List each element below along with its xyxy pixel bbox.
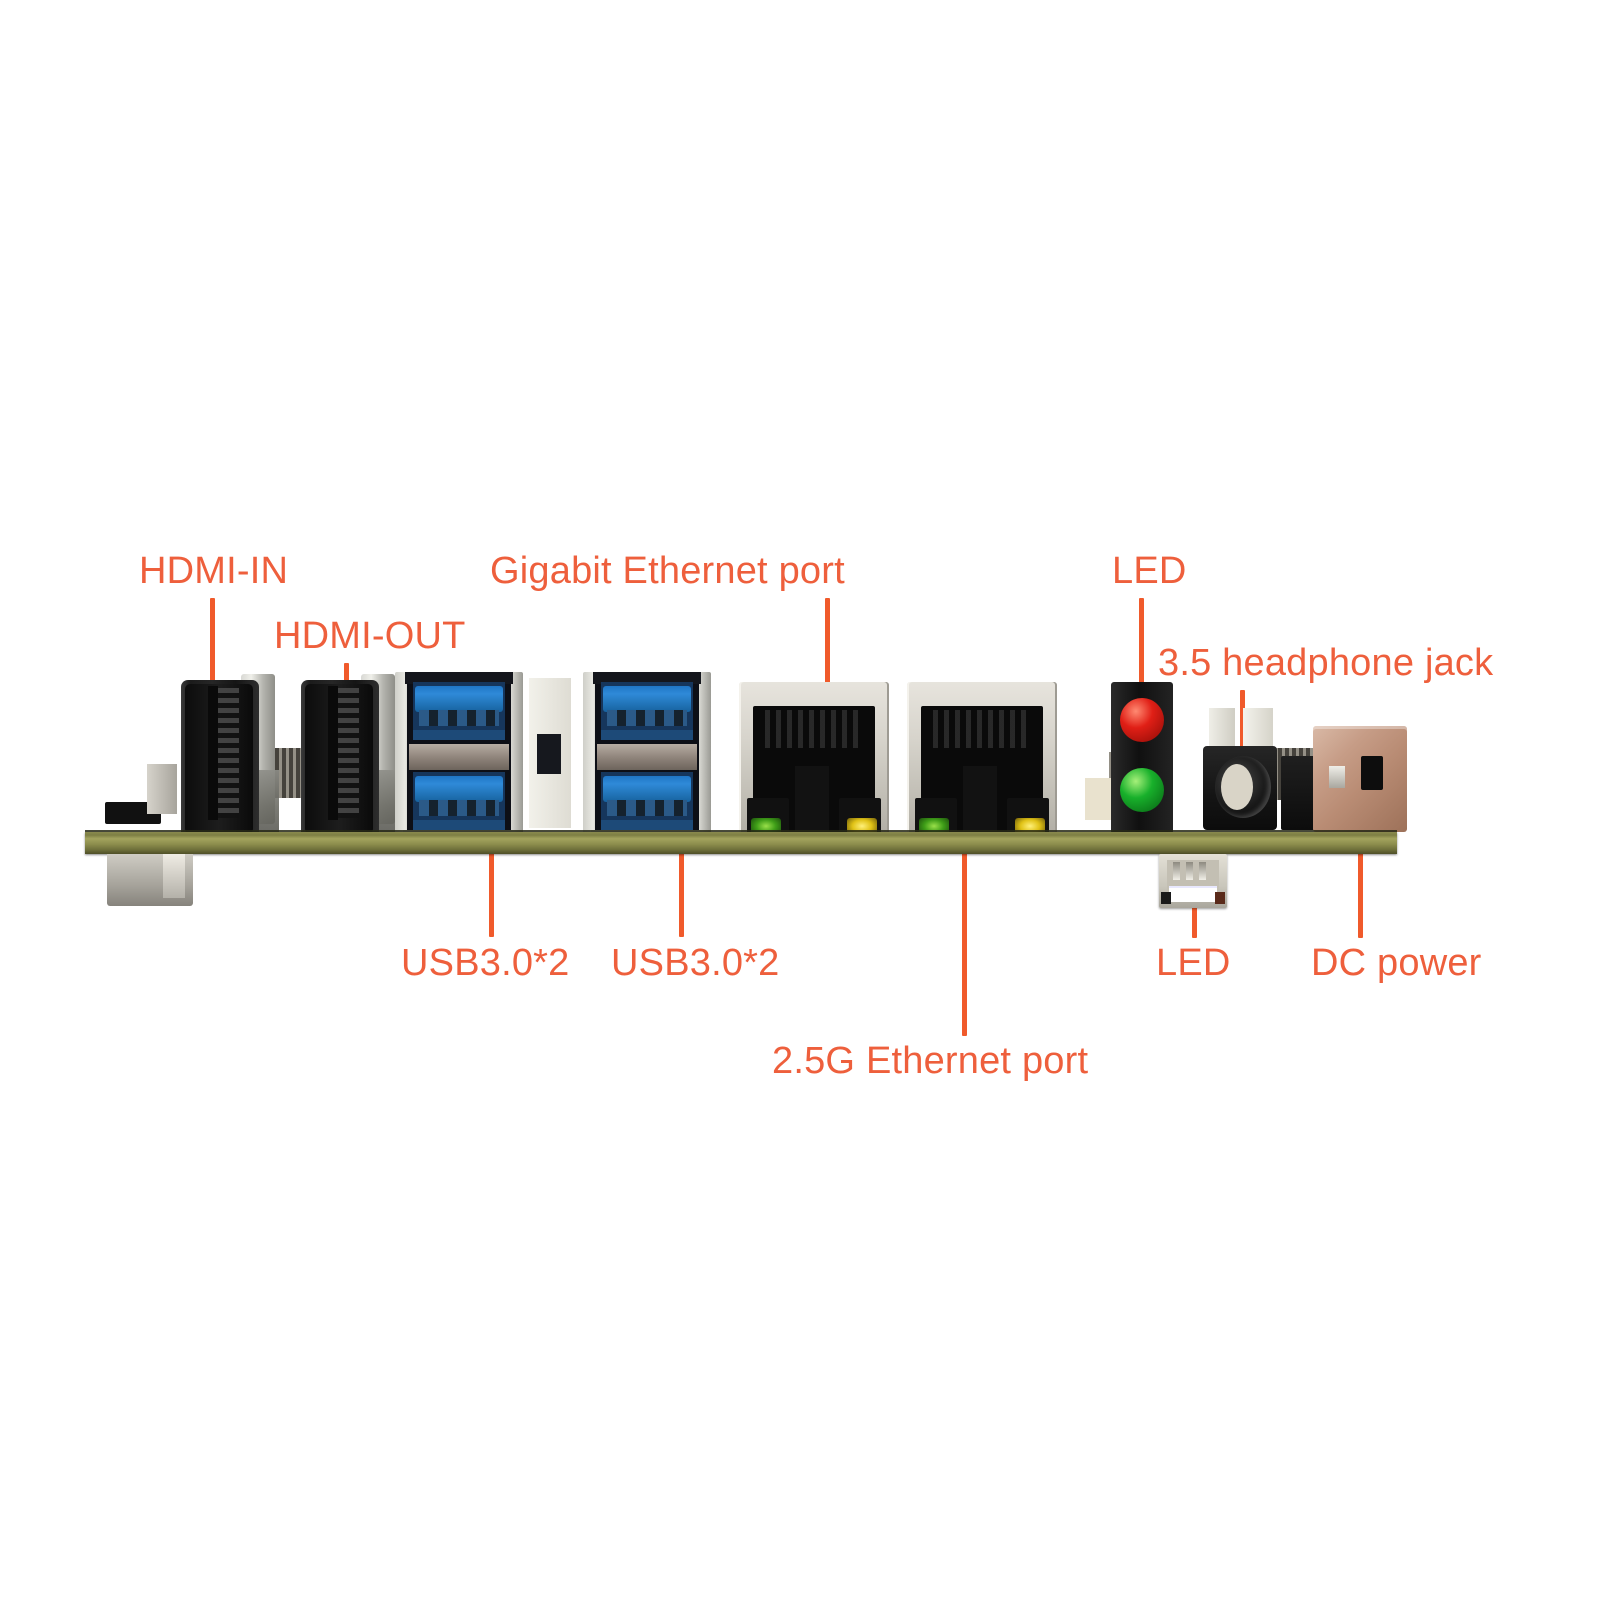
usb-right-upper-tongue	[603, 686, 691, 712]
eth25g-keyslot	[963, 766, 997, 832]
gigabit-keyslot	[795, 766, 829, 832]
usb-right-lower-tongue	[603, 776, 691, 802]
gigabit-contacts	[765, 710, 863, 748]
spacer-dark-notch	[537, 734, 561, 774]
pcb-substrate	[85, 832, 1397, 854]
leader-hdmi-in	[210, 598, 215, 730]
green-led-icon	[1120, 768, 1164, 812]
label-25g-ethernet-port: 2.5G Ethernet port	[772, 1040, 1089, 1082]
usb-right-lower-rim	[601, 820, 693, 830]
led-header-notch-left	[1161, 892, 1171, 904]
led-header-latch	[1169, 886, 1217, 902]
label-usb-right: USB3.0*2	[611, 942, 780, 984]
jack-post-right	[1243, 708, 1273, 752]
hdmi-in-port[interactable]	[181, 674, 279, 844]
usb-left-topcap	[405, 672, 513, 684]
label-headphone-jack: 3.5 headphone jack	[1158, 642, 1494, 684]
label-gigabit-ethernet-port: Gigabit Ethernet port	[490, 550, 845, 592]
red-led-icon	[1120, 698, 1164, 742]
led-indicator-block	[1111, 682, 1173, 834]
usb-left-upper-rim	[413, 730, 505, 740]
label-usb-left: USB3.0*2	[401, 942, 570, 984]
leader-usb-left	[489, 815, 494, 937]
headphone-jack-port[interactable]	[1203, 708, 1277, 830]
usb-left-lower-tongue	[415, 776, 503, 802]
usb-left-lower-rim	[413, 820, 505, 830]
dc-jack-slot	[1361, 756, 1383, 790]
usb-left-lower-port[interactable]	[413, 772, 505, 830]
dc-jack-tab	[1329, 766, 1345, 788]
usb-right-upper-rim	[601, 730, 693, 740]
jack-post-left	[1209, 708, 1235, 752]
label-led-bottom: LED	[1156, 942, 1231, 984]
led-pin-header[interactable]	[1159, 854, 1227, 908]
ethernet-25g-port[interactable]	[907, 682, 1057, 842]
label-led-top: LED	[1112, 550, 1187, 592]
dc-power-jack[interactable]	[1313, 726, 1407, 832]
led-header-notch-right	[1215, 892, 1225, 904]
usb3-stack-right[interactable]	[583, 672, 711, 844]
pcb-top-edge	[85, 830, 1397, 833]
leader-dc-power	[1358, 790, 1363, 938]
led-header-pin-2	[1186, 862, 1193, 880]
usb-left-upper-port[interactable]	[413, 682, 505, 740]
usb-right-upper-pins	[607, 710, 687, 726]
led-header-pin-3	[1199, 862, 1206, 880]
leader-25g-ethernet	[962, 812, 967, 1036]
mounting-tab-left-highlight	[163, 854, 185, 898]
label-dc-power: DC power	[1311, 942, 1482, 984]
io-panel-board	[85, 660, 1407, 908]
usb3-stack-left[interactable]	[395, 672, 523, 844]
eth25g-contacts	[933, 710, 1031, 748]
usb-right-lower-pins	[607, 800, 687, 816]
led-header-pin-1	[1173, 862, 1180, 880]
leader-usb-right	[679, 815, 684, 937]
gigabit-ethernet-port[interactable]	[739, 682, 889, 842]
usb-right-topcap	[593, 672, 701, 684]
label-hdmi-in: HDMI-IN	[139, 550, 289, 592]
leader-led-top	[1139, 598, 1144, 762]
hdmi-out-slot	[328, 686, 338, 820]
jack-hole	[1221, 764, 1253, 810]
label-hdmi-out: HDMI-OUT	[274, 615, 466, 657]
usb-left-divider	[409, 744, 509, 770]
usb-right-lower-port[interactable]	[601, 772, 693, 830]
usb-left-lower-pins	[419, 800, 499, 816]
usb-right-divider	[597, 744, 697, 770]
usb-right-upper-port[interactable]	[601, 682, 693, 740]
usb-left-upper-pins	[419, 710, 499, 726]
bracket-left	[147, 764, 177, 814]
leader-led-bottom	[1192, 888, 1197, 938]
hdmi-out-port[interactable]	[301, 674, 399, 844]
hdmi-in-slot	[208, 686, 218, 820]
usb-left-upper-tongue	[415, 686, 503, 712]
pad-left-of-led	[1085, 778, 1111, 820]
dc-jack-body	[1313, 726, 1407, 832]
